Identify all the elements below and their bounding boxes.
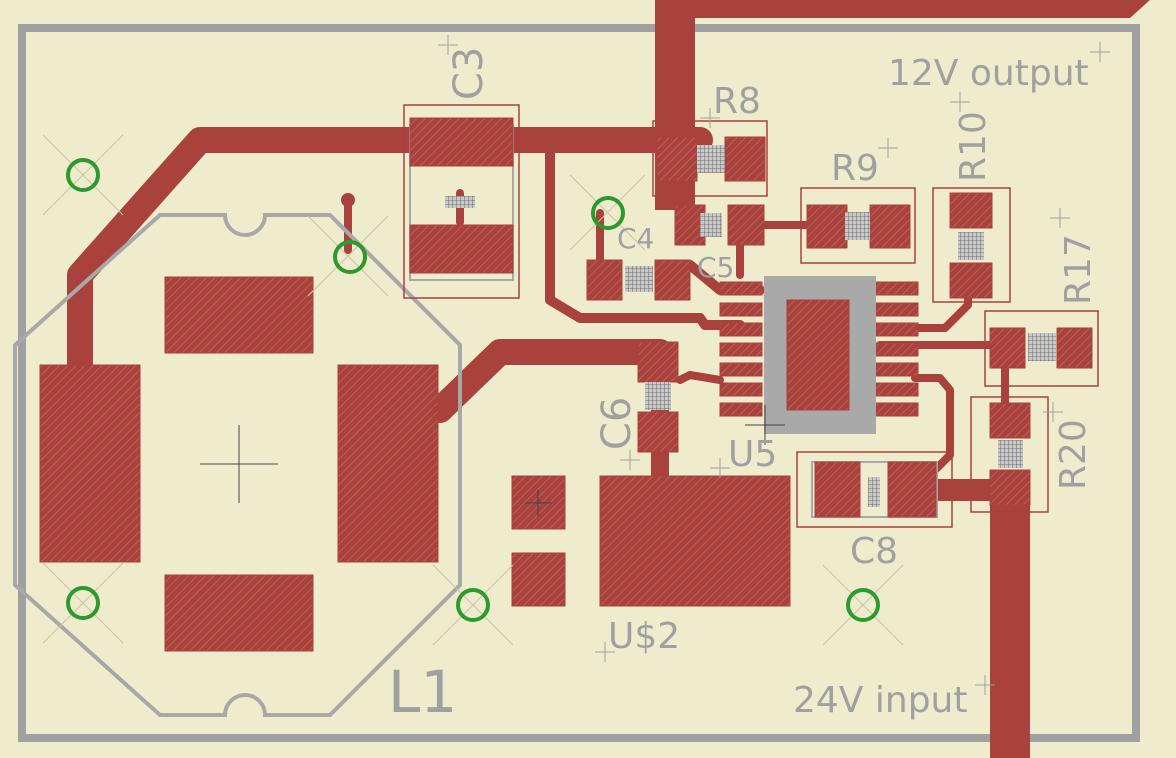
capacitor-c6	[637, 341, 679, 453]
part-us2	[511, 475, 791, 607]
designator-r10: R10	[953, 111, 994, 182]
designator-r8: R8	[713, 81, 761, 122]
board-outline	[18, 24, 1140, 742]
inductor-l1	[13, 213, 462, 717]
origin-marks	[438, 35, 1110, 695]
designator-r9: R9	[831, 148, 879, 189]
capacitor-c4	[674, 204, 765, 246]
designator-us2: U$2	[608, 616, 680, 657]
designator-c6: C6	[594, 397, 640, 450]
resistor-r9	[800, 187, 916, 264]
capacitor-c8	[796, 451, 953, 528]
designator-c5: C5	[697, 251, 734, 284]
resistor-r10	[932, 187, 1011, 303]
ic-u5-pins-right	[875, 281, 919, 417]
label-24v-input: 24V input	[793, 680, 967, 721]
capacitor-c5	[586, 259, 691, 301]
label-12v-output: 12V output	[888, 53, 1089, 94]
ic-u5	[719, 276, 919, 445]
resistor-r20	[970, 396, 1049, 513]
designator-c3: C3	[446, 47, 492, 100]
designator-l1: L1	[388, 658, 457, 726]
ic-u5-pins-left	[719, 281, 763, 417]
designator-r20: R20	[1053, 419, 1094, 490]
capacitor-c3	[403, 104, 520, 299]
vias	[66, 158, 880, 622]
resistor-r17	[984, 310, 1099, 387]
designator-c8: C8	[850, 531, 898, 572]
via-crosses	[42, 134, 904, 646]
designator-c4: C4	[617, 222, 654, 255]
designator-u5: U5	[728, 434, 777, 475]
designator-r17: R17	[1058, 234, 1099, 305]
